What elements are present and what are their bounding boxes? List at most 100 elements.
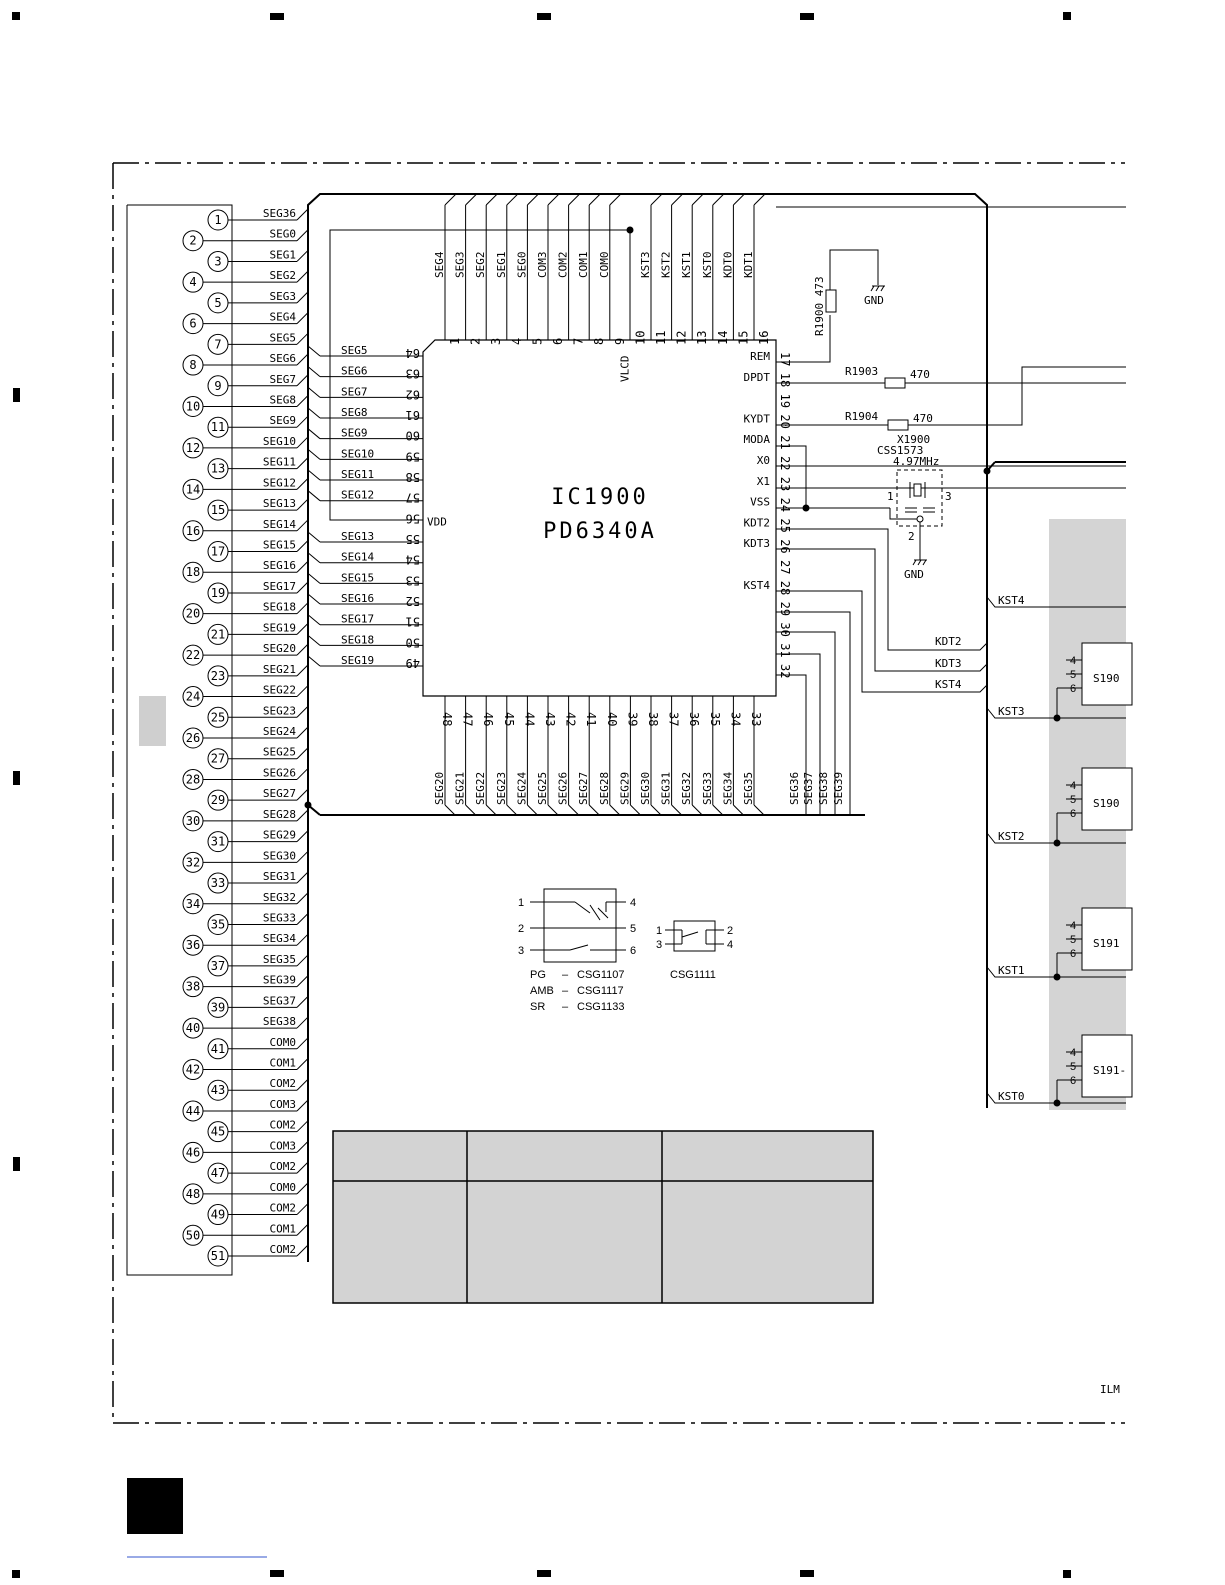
switch-ref: S191 (1093, 937, 1120, 950)
connector-wire (296, 685, 309, 697)
connector-pin-label: SEG9 (270, 414, 297, 427)
switch-pin-number: 4 (1070, 780, 1076, 792)
ic-pin-label: SEG0 (515, 252, 528, 279)
connector-wire (296, 478, 309, 490)
connector-pin-label: SEG28 (263, 808, 296, 821)
connector-wire (296, 374, 309, 387)
switch-ref: S190 (1093, 672, 1120, 685)
ic-pin-label: SEG27 (577, 772, 590, 805)
connector-wire (296, 581, 309, 594)
connector-pin-number: 37 (211, 959, 225, 973)
net-kst1: KST1 (998, 964, 1025, 977)
ic-pin-lead (465, 193, 477, 206)
ic-pin-number: 61 (406, 408, 420, 422)
connector-pin-number: 34 (186, 897, 200, 911)
ic-pin-lead (506, 193, 519, 206)
ic-pin-label: SEG31 (660, 772, 673, 805)
connector-pin-label: SEG26 (263, 766, 296, 779)
ic-pin-number: 39 (625, 712, 639, 726)
ic-reference: IC1900 (551, 485, 648, 510)
ic-pin-label: VSS (750, 496, 770, 509)
ic-body (422, 339, 777, 697)
switch-legend: 1 2 3 4 5 6 PG – CSG1107 AMB – CSG1117 S… (518, 888, 733, 1013)
ic-pin-lead (691, 804, 703, 816)
svg-text:CSS1573: CSS1573 (877, 444, 923, 457)
connector-pin-number: 45 (211, 1125, 225, 1139)
resistor-r1904: R1904 470 (776, 366, 1126, 431)
ic-pin-label: SEG4 (433, 251, 446, 278)
ic-pin-label: SEG30 (639, 772, 652, 805)
right-bus-nets (986, 596, 1126, 1104)
connector-wire (296, 1182, 309, 1195)
connector-pin-number: 11 (211, 420, 225, 434)
connector-pin-label: SEG23 (263, 704, 296, 717)
ic-pin-lead (307, 593, 321, 605)
connector-pin-number: 1 (214, 213, 221, 227)
connector-pin-number: 41 (211, 1042, 225, 1056)
svg-text:CSG1117: CSG1117 (577, 985, 624, 997)
svg-text:470: 470 (910, 368, 930, 381)
connector-wire (296, 1058, 309, 1070)
ic-pin-number: 5 (530, 338, 544, 345)
net-kst0: KST0 (998, 1090, 1025, 1103)
ic-pin-lead (485, 804, 497, 816)
ic-pin-lead (307, 407, 321, 419)
ic-pin-number: 10 (633, 331, 647, 345)
ic-pin-lead (630, 804, 641, 816)
svg-text:1: 1 (656, 925, 662, 937)
connector-pin-number: 14 (186, 482, 200, 496)
connector-pin-label: SEG21 (263, 663, 296, 676)
connector-pin-label: SEG11 (263, 456, 296, 469)
svg-text:PG: PG (530, 969, 546, 981)
ic-pin-lead (307, 490, 321, 502)
connector-pin-label: COM2 (270, 1202, 297, 1215)
switch-pin-number: 6 (1070, 683, 1076, 695)
connector-pin-number: 7 (214, 337, 221, 351)
ic-pin-label: SEG3 (454, 252, 467, 279)
connector-wire (296, 913, 309, 925)
svg-text:X1900: X1900 (897, 433, 930, 446)
ic-pin-label: COM0 (598, 252, 611, 279)
switch-pin-number: 4 (1070, 920, 1076, 932)
ic-pin-number: 28 (778, 581, 792, 595)
ic-pin-lead (753, 804, 765, 816)
net-kst2: KST2 (998, 830, 1025, 843)
switch-pin-number: 4 (1070, 1047, 1076, 1059)
ic-pin-number: 63 (406, 367, 420, 381)
ic-pin-number: 14 (716, 331, 730, 345)
ic-pin-number: 54 (406, 553, 420, 567)
svg-text:GND: GND (904, 568, 924, 581)
ic-pin-number: 48 (440, 712, 454, 726)
connector-wire (296, 850, 309, 863)
connector-pin-number: 16 (186, 524, 200, 538)
ic-pin-label: SEG36 (788, 772, 801, 805)
ic-pin-label: SEG7 (341, 385, 368, 398)
ic-pin-label: SEG32 (680, 772, 693, 805)
ic-top-pins: SEG41SEG32SEG23SEG14SEG05COM36COM27COM18… (433, 193, 771, 382)
ic-pin-lead (307, 366, 321, 378)
ic-pin-label: SEG10 (341, 447, 374, 460)
junction-dot (1053, 839, 1061, 847)
connector-pin-number: 49 (211, 1208, 225, 1222)
connector-wire (296, 1037, 309, 1050)
ic-pin-lead (609, 804, 621, 816)
ic-pin-label: KST2 (660, 252, 673, 279)
connector-pin-label: SEG19 (263, 621, 296, 634)
ic-pin-label: SEG28 (598, 772, 611, 805)
connector-pin-label: SEG14 (263, 518, 296, 531)
connector-wire (296, 1016, 309, 1029)
ic-pin-lead (307, 345, 321, 357)
ic-pin-label: SEG1 (495, 252, 508, 279)
gnd-symbol: GND (904, 559, 927, 581)
connector-wire (296, 332, 309, 345)
ic-pin-label: KDT1 (742, 252, 755, 279)
connector-pin-label: COM2 (270, 1119, 297, 1132)
ic-pin-label: REM (750, 350, 770, 363)
switch-pin-number: 6 (1070, 1075, 1076, 1087)
ic-pin-lead (307, 386, 321, 398)
svg-text:–: – (562, 1001, 569, 1013)
connector-pin-number: 10 (186, 399, 200, 413)
connector-pin-label: SEG37 (263, 994, 296, 1007)
ic-pin-number: 13 (695, 331, 709, 345)
net-kst4-mid: KST4 (935, 678, 962, 691)
